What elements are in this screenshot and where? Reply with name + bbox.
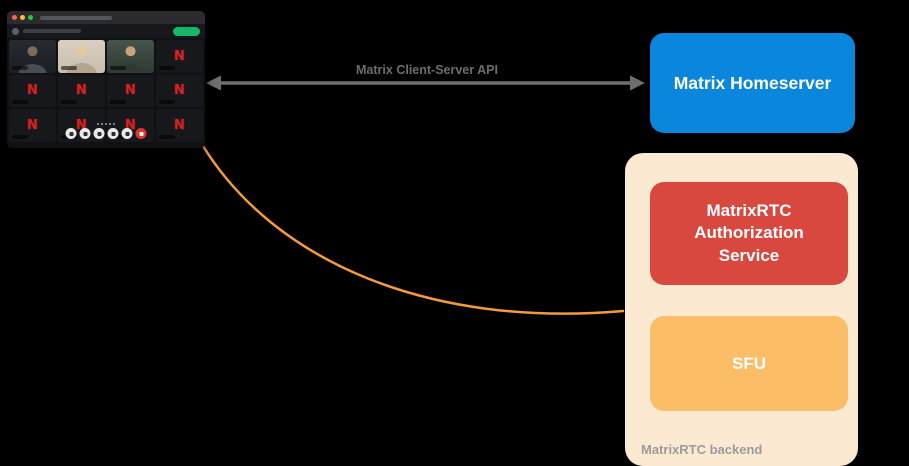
camera-button[interactable] [79, 128, 91, 139]
backend-group-label: MatrixRTC backend [641, 442, 763, 457]
homeserver-label: Matrix Homeserver [673, 72, 832, 93]
avatar-initial: N [125, 83, 136, 99]
mic-button[interactable] [65, 128, 77, 139]
participant-tile: N [156, 109, 203, 142]
window-title-placeholder [40, 15, 112, 20]
call-controls [65, 128, 147, 139]
participant-tile: N [107, 74, 154, 108]
close-button[interactable] [12, 15, 17, 20]
sfu-node: SFU [650, 316, 848, 411]
more-button[interactable] [121, 128, 133, 139]
video-call-screenshot: N N N N N N N N N [7, 11, 205, 148]
browser-titlebar [7, 11, 205, 24]
avatar-initial: N [76, 83, 87, 99]
call-avatar [12, 27, 19, 35]
minimize-button[interactable] [20, 15, 25, 20]
authorization-service-node: MatrixRTC Authorization Service [650, 182, 848, 285]
call-app-header [7, 24, 205, 38]
participant-tile: N [156, 74, 203, 108]
participant-tile: N [58, 74, 105, 108]
more-icon [125, 131, 129, 136]
authorization-service-label: MatrixRTC Authorization Service [694, 201, 804, 265]
screenshare-icon [97, 131, 101, 136]
call-title-placeholder [23, 29, 81, 33]
avatar-initial: N [174, 83, 185, 99]
participant-tile: N [9, 109, 56, 142]
arrowhead-right-icon [630, 75, 645, 91]
arrowhead-left-icon [206, 75, 221, 91]
page-indicator-dots [97, 123, 115, 125]
avatar-initial: N [27, 118, 38, 134]
matrixrtc-backend-group: MatrixRTC Authorization Service SFU Matr… [625, 153, 858, 466]
mic-icon [69, 131, 73, 136]
participant-tile: N [9, 74, 56, 108]
participant-tile [107, 40, 154, 73]
join-button[interactable] [173, 26, 200, 36]
hangup-icon [139, 131, 143, 136]
participant-grid: N N N N N N N N N [7, 38, 205, 144]
avatar-initial: N [27, 83, 38, 99]
zoom-button[interactable] [28, 15, 33, 20]
matrix-homeserver-node: Matrix Homeserver [650, 33, 855, 133]
camera-icon [83, 131, 87, 136]
sfu-label: SFU [732, 353, 766, 373]
client-server-api-label: Matrix Client-Server API [356, 63, 498, 77]
hangup-button[interactable] [135, 128, 147, 139]
avatar-initial: N [174, 118, 185, 134]
participants-button[interactable] [107, 128, 119, 139]
participant-tile: N [156, 40, 203, 73]
avatar-initial: N [125, 118, 136, 134]
screenshare-button[interactable] [93, 128, 105, 139]
participant-tile [9, 40, 56, 73]
media-connection-curve [201, 144, 625, 315]
participants-icon [111, 131, 115, 136]
participant-tile [58, 40, 105, 73]
avatar-initial: N [174, 48, 185, 64]
avatar-initial: N [76, 118, 87, 134]
